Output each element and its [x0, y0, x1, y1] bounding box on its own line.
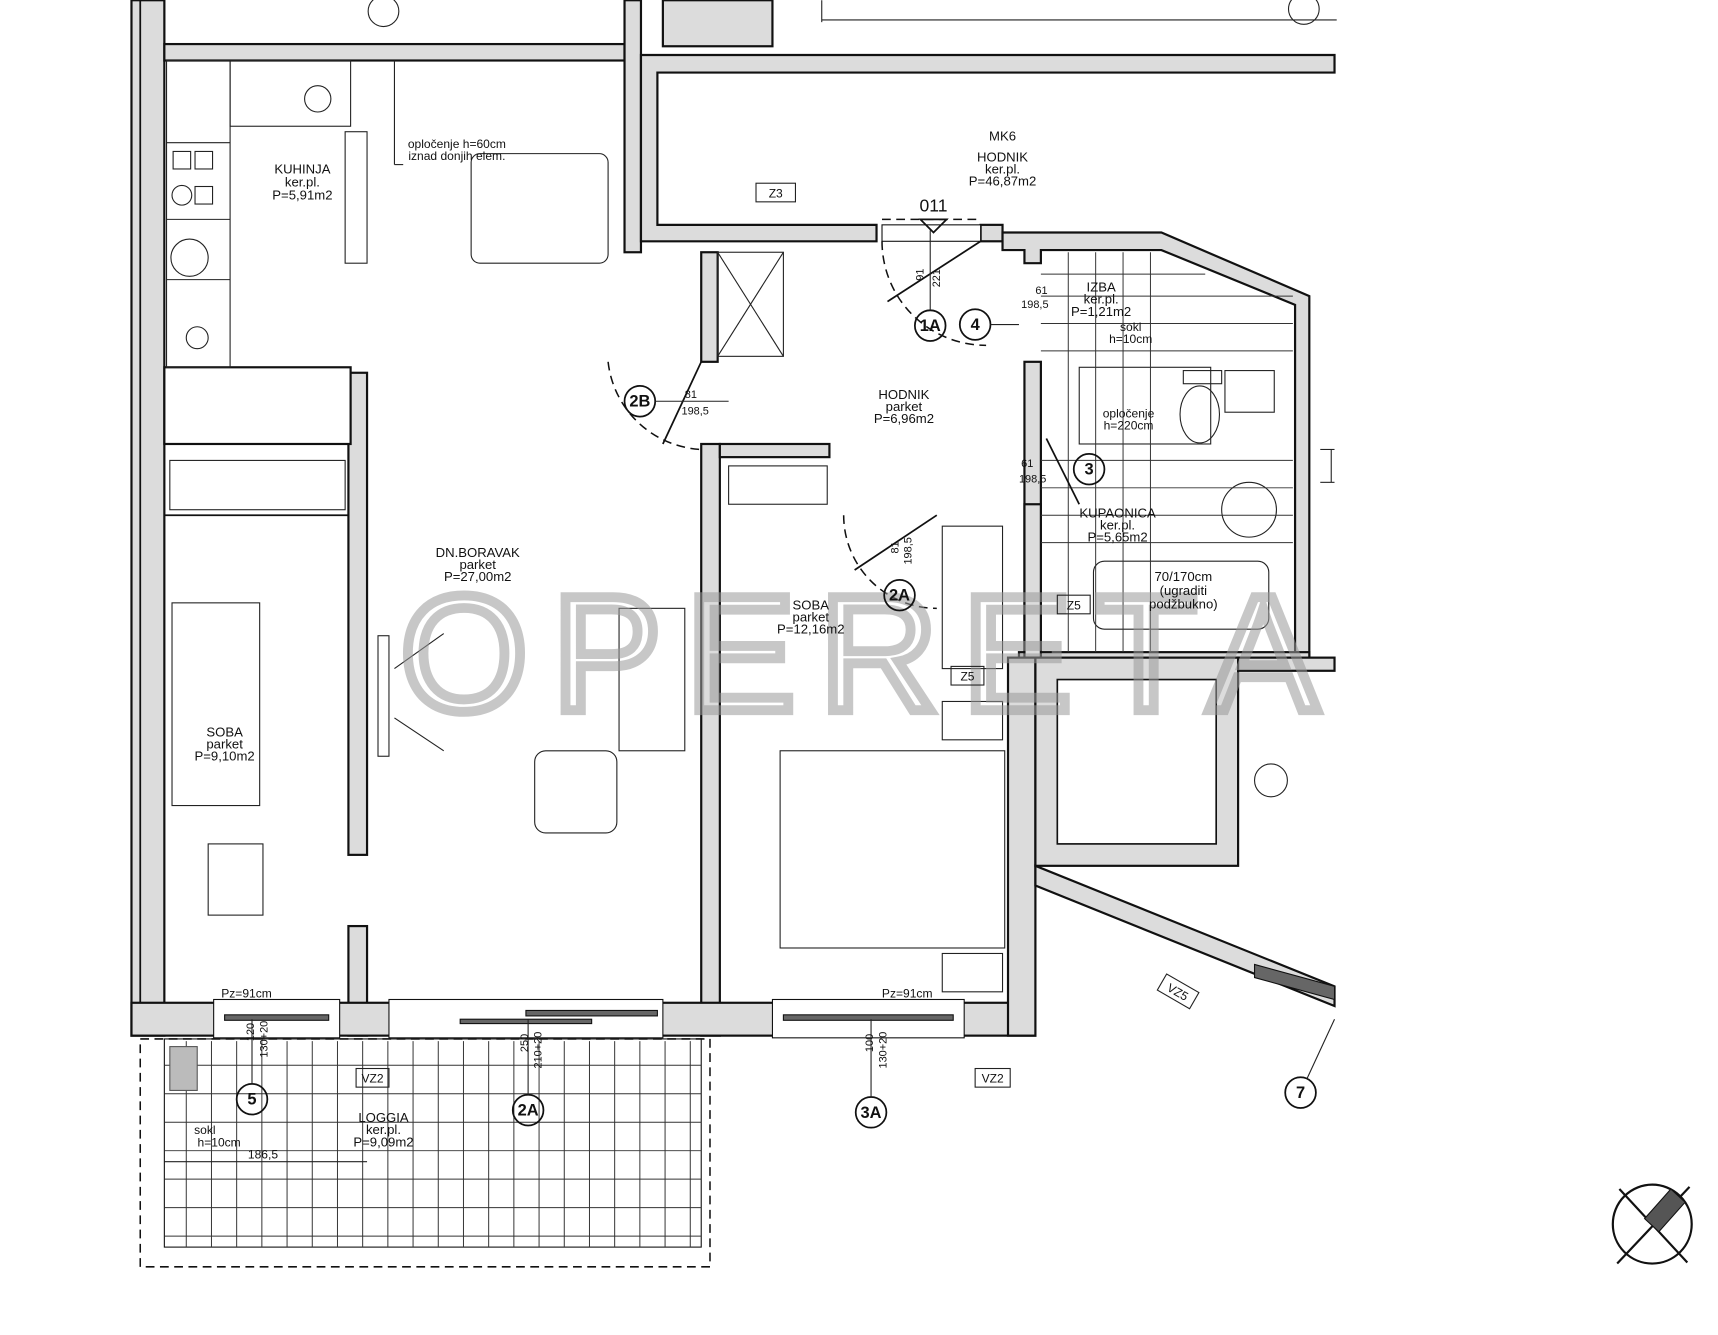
- room-name: HODNIK: [977, 149, 1028, 164]
- room-floor: ker.pl.: [366, 1122, 401, 1137]
- room-area: P=5,65m2: [1087, 529, 1147, 544]
- dimension: 130+20: [258, 1021, 270, 1058]
- note: sokl: [1120, 320, 1141, 334]
- dimension: 198,5: [1019, 473, 1046, 485]
- dimension: 61: [1021, 458, 1033, 470]
- dimension: 198,5: [682, 405, 709, 417]
- note: Pz=91cm: [221, 986, 272, 1000]
- note: h=220cm: [1104, 419, 1154, 433]
- room-label-hodnik-mk6: MK6 HODNIK ker.pl. P=46,87m2: [969, 128, 1037, 188]
- door-mark: 3: [1085, 461, 1094, 479]
- door-mark: 3A: [861, 1104, 882, 1122]
- door-mark: 2B: [629, 393, 650, 411]
- furniture: [169, 251, 1335, 993]
- loggia: [139, 1038, 711, 1268]
- room-label-izba: IZBA ker.pl. P=1,21m2: [1071, 280, 1131, 319]
- room-label-hodnik: HODNIK parket P=6,96m2: [874, 387, 934, 426]
- door-mark: 5: [247, 1091, 256, 1109]
- dimension: 130+20: [877, 1032, 889, 1069]
- room-area: P=5,91m2: [272, 188, 332, 203]
- room-name: HODNIK: [878, 387, 929, 402]
- dimension: 120: [245, 1023, 257, 1041]
- door-marks: 1A 2B 2A 3 4 5 2A 3A 7: [235, 230, 1336, 1129]
- dimension: 198,5: [1021, 299, 1048, 311]
- door-mark: 4: [971, 316, 981, 334]
- note: 70/170cm: [1154, 569, 1212, 584]
- note: opločenje: [1103, 407, 1155, 421]
- dimension: 91: [915, 269, 927, 281]
- north-arrow-icon: [1611, 1183, 1693, 1265]
- tag-vz2: VZ2: [361, 1072, 383, 1086]
- tag-vz5: VZ5: [1165, 981, 1191, 1004]
- room-name: SOBA: [793, 597, 830, 612]
- room-area: P=9,10m2: [195, 749, 255, 764]
- tag-z3: Z3: [769, 186, 783, 200]
- room-label-soba-right: SOBA parket P=12,16m2: [777, 597, 845, 636]
- note: Pz=91cm: [882, 986, 933, 1000]
- note: h=10cm: [198, 1135, 241, 1149]
- watermark: OPERETA: [400, 561, 1342, 745]
- dimension: 250: [519, 1034, 531, 1052]
- room-floor: parket: [793, 609, 830, 624]
- door-mark: 7: [1296, 1084, 1305, 1102]
- room-floor: ker.pl.: [1100, 517, 1135, 532]
- dimension: 81: [889, 541, 901, 553]
- dimension: 198,5: [903, 537, 915, 564]
- door-mark: 1A: [920, 317, 941, 335]
- windows: [213, 218, 1336, 1039]
- room-code: MK6: [989, 128, 1016, 143]
- room-floor: ker.pl.: [1084, 292, 1119, 307]
- door-mark: 2A: [889, 587, 910, 605]
- room-name: LOGGIA: [358, 1110, 409, 1125]
- neighbour-top: [163, 0, 1337, 48]
- note: (ugraditi: [1160, 583, 1208, 598]
- room-name: KUHINJA: [274, 161, 330, 176]
- note: h=10cm: [1109, 332, 1152, 346]
- room-label-kuhinja: KUHINJA ker.pl. P=5,91m2: [272, 161, 332, 202]
- annotations: opločenje h=60cm iznad donjih elem. oplo…: [194, 137, 1217, 1161]
- room-floor: parket: [886, 399, 923, 414]
- dimension: 221: [931, 269, 943, 287]
- room-name: IZBA: [1087, 280, 1116, 295]
- room-area: P=6,96m2: [874, 411, 934, 426]
- dimension: 186,5: [248, 1147, 278, 1161]
- room-area: P=27,00m2: [444, 569, 511, 584]
- room-label-kupaonica: KUPAONICA ker.pl. P=5,65m2: [1079, 505, 1156, 544]
- door-mark: 2A: [518, 1102, 539, 1120]
- room-label-loggia: LOGGIA ker.pl. P=9,09m2: [353, 1110, 413, 1149]
- room-area: P=1,21m2: [1071, 304, 1131, 319]
- entrance-number: 011: [920, 196, 948, 216]
- dimension: 61: [1035, 285, 1047, 297]
- note: sokl: [194, 1123, 215, 1137]
- tag-z5: Z5: [960, 670, 974, 684]
- room-area: P=46,87m2: [969, 173, 1037, 188]
- room-area: P=9,09m2: [353, 1134, 413, 1149]
- dimension: 210+20: [532, 1032, 544, 1069]
- dimension: 100: [864, 1034, 876, 1052]
- room-floor: ker.pl.: [285, 175, 320, 190]
- room-name: KUPAONICA: [1079, 505, 1156, 520]
- tag-z5: Z5: [1067, 598, 1081, 612]
- room-floor: ker.pl.: [985, 161, 1020, 176]
- room-area: P=12,16m2: [777, 622, 845, 637]
- bathroom-tiles: [1040, 252, 1293, 653]
- note: podžbukno): [1149, 596, 1218, 611]
- kitchen-fixtures: [165, 59, 609, 368]
- room-label-soba-left: SOBA parket P=9,10m2: [195, 725, 255, 764]
- tag-vz2: VZ2: [982, 1072, 1004, 1086]
- room-name: DN.BORAVAK: [436, 545, 520, 560]
- dimensions: 91 221 81 198,5 61 198,5 61 198,5 81 198…: [245, 269, 1048, 1069]
- door-swings: [607, 240, 1081, 610]
- room-name: SOBA: [206, 725, 243, 740]
- note: iznad donjih elem.: [408, 149, 505, 163]
- dimension: 81: [685, 389, 697, 401]
- room-floor: parket: [459, 557, 496, 572]
- room-floor: parket: [206, 737, 243, 752]
- note: opločenje h=60cm: [408, 137, 506, 151]
- room-label-boravak: DN.BORAVAK parket P=27,00m2: [436, 545, 520, 584]
